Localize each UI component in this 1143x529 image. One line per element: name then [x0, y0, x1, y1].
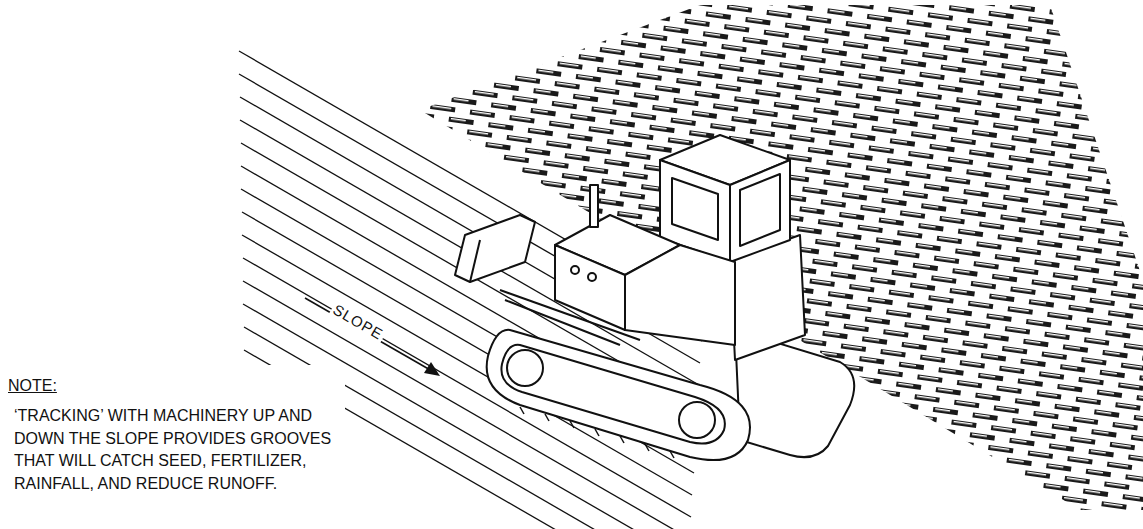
- blade: [455, 215, 535, 282]
- arrow-head: [424, 362, 440, 376]
- tread: [595, 429, 599, 436]
- note-text: ‘TRACKING’ WITH MACHINERY UP AND DOWN TH…: [14, 405, 344, 495]
- tread: [570, 421, 574, 428]
- track-treads: [520, 407, 674, 458]
- headlight: [571, 266, 579, 274]
- push-arm: [505, 300, 620, 345]
- hood-side: [625, 245, 735, 345]
- tread: [670, 451, 674, 458]
- idler-wheel: [507, 350, 543, 386]
- bulldozer: [455, 135, 854, 460]
- track-frame: [501, 345, 724, 444]
- exhaust-stack: [590, 185, 598, 227]
- tread: [545, 414, 549, 421]
- headlight: [588, 273, 596, 281]
- track-grooves: [420, 5, 1143, 510]
- slope-arrow-line: [305, 298, 432, 371]
- hood-front: [555, 245, 625, 330]
- tread: [620, 436, 624, 443]
- cab-side: [730, 160, 790, 262]
- cab-window: [740, 174, 780, 246]
- slope-line: [240, 120, 699, 385]
- near-track: [487, 330, 750, 460]
- slope-label: SLOPE: [327, 298, 389, 347]
- tread: [520, 407, 524, 414]
- note-backdrop: [0, 365, 345, 529]
- note-heading: NOTE:: [8, 375, 57, 397]
- tread: [645, 444, 649, 451]
- blade-edge: [470, 240, 480, 282]
- push-arm: [500, 290, 640, 340]
- cab-window: [672, 178, 718, 240]
- slope-arrow: [305, 298, 440, 376]
- sprocket-wheel: [679, 402, 715, 438]
